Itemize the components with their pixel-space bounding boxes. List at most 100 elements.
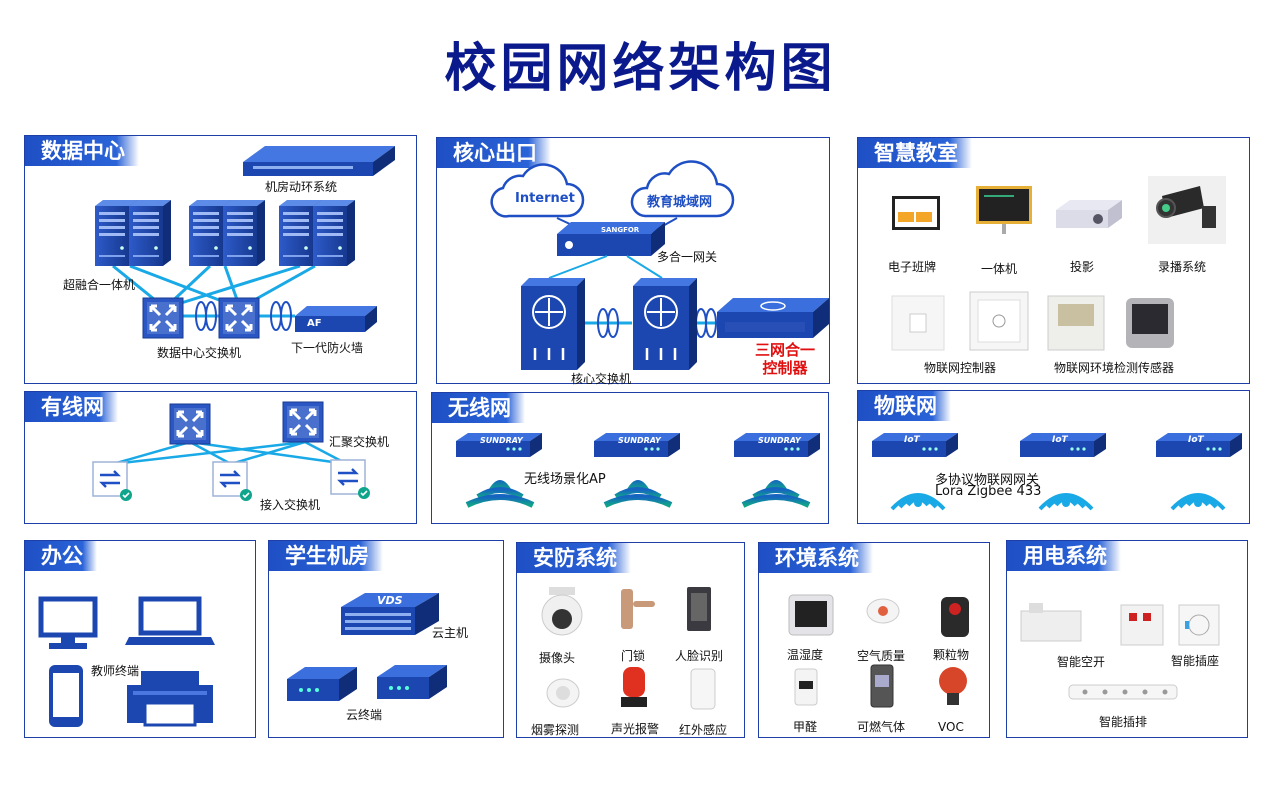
- office-icons: [38, 596, 215, 727]
- access-switch-icon: [91, 458, 372, 503]
- panel-wired: 有线网 汇聚交换机 接入交换机: [24, 391, 417, 524]
- security-icons: [541, 587, 716, 710]
- formaldehyde-icon: [794, 668, 818, 706]
- ngfw-badge: AF: [307, 318, 322, 329]
- security-item-3: 烟雾探测: [531, 723, 580, 737]
- voc-icon: [939, 667, 967, 705]
- cloud-host-label: 云主机: [432, 626, 469, 640]
- panel-environment: 环境系统 温湿度 空气质量 颗粒物 甲醛 可燃气体 VOC: [758, 542, 990, 738]
- security-item-4: 声光报警: [611, 722, 660, 736]
- aggregation-switch-icon: [168, 400, 325, 446]
- panel-lab: 学生机房 VDS 云主机 云终端: [268, 540, 504, 738]
- cloud-host-icon: [341, 593, 439, 635]
- classroom-item-1: 一体机: [981, 262, 1018, 276]
- env-system-label: 机房动环系统: [265, 180, 338, 194]
- panel-wireless: 无线网 SUNDRAY SUNDRAY SUNDRAY 无线场景化AP: [431, 392, 829, 524]
- panel-title: 无线网: [432, 393, 525, 423]
- printer-icon: [127, 671, 213, 727]
- panel-title: 有线网: [25, 392, 118, 422]
- dc-switch-icon: [141, 296, 261, 340]
- power-item-2: 智能插排: [1099, 715, 1148, 729]
- ap-label: 无线场景化AP: [524, 472, 606, 487]
- core-diagram: [490, 160, 829, 370]
- security-item-5: 红外感应: [679, 723, 728, 737]
- security-item-1: 门锁: [621, 649, 646, 663]
- environment-item-0: 温湿度: [787, 648, 824, 662]
- smart-breaker-icon: [1020, 603, 1164, 646]
- core-switch-label: 核心交换机: [571, 372, 632, 386]
- aggregation-label: 汇聚交换机: [329, 435, 390, 449]
- cloud-terminal-icon: [287, 665, 447, 701]
- panel-title: 数据中心: [25, 136, 139, 166]
- panel-title: 安防系统: [517, 543, 631, 573]
- power-item-1: 智能插座: [1171, 654, 1220, 668]
- projector-icon: [1056, 200, 1122, 228]
- core-switch-icon: [521, 278, 697, 370]
- panel-title: 学生机房: [269, 541, 383, 571]
- iot-badge-1: IoT: [1052, 435, 1068, 445]
- env-sensor-label: 物联网环境检测传感器: [1054, 361, 1175, 375]
- page-title: 校园网络架构图: [444, 39, 837, 99]
- camera-icon: [541, 587, 583, 636]
- panel-security: 安防系统 摄像头 门锁 人脸识别 烟雾探测 声光报警 红外感应: [516, 542, 745, 738]
- environment-icons: [788, 594, 969, 708]
- panel-iot: 物联网 IoT IoT IoT 多协议物联网网关 Lora Zigbee 433: [857, 390, 1250, 524]
- ap-brand-1: SUNDRAY: [618, 436, 661, 445]
- panel-title: 环境系统: [759, 543, 873, 573]
- power-item-0: 智能空开: [1057, 655, 1106, 669]
- gateway-brand: SANGFOR: [601, 226, 640, 234]
- panel-core: 核心出口: [436, 137, 830, 386]
- panel-classroom: 智慧教室: [857, 137, 1250, 384]
- ap-brand-2: SUNDRAY: [758, 436, 801, 445]
- hci-server-icon: [95, 200, 355, 266]
- gateway-icon: [557, 222, 665, 256]
- wireless-diagram: [456, 433, 820, 525]
- phone-icon: [49, 665, 83, 727]
- wifi-signal-icon: [467, 480, 809, 505]
- panel-title: 物联网: [858, 391, 951, 421]
- class-board-icon: [892, 196, 940, 230]
- door-lock-icon: [621, 589, 655, 629]
- thermometer-icon: [788, 594, 834, 636]
- ap-brand-0: SUNDRAY: [480, 436, 523, 445]
- environment-item-2: 颗粒物: [933, 648, 970, 662]
- classroom-item-2: 投影: [1070, 260, 1095, 274]
- smoke-detector-icon: [546, 678, 580, 708]
- iot-badge-2: IoT: [1188, 435, 1204, 445]
- teacher-terminal-label: 教师终端: [91, 664, 140, 678]
- infrared-sensor-icon: [690, 668, 716, 710]
- security-item-2: 人脸识别: [675, 649, 724, 663]
- panel-title: 智慧教室: [858, 138, 972, 168]
- recording-camera-icon: [1148, 176, 1226, 244]
- internet-label: Internet: [515, 191, 575, 206]
- hci-label: 超融合一体机: [63, 278, 136, 292]
- classroom-item-0: 电子班牌: [888, 260, 937, 274]
- iot-gateway-label: 多协议物联网网关: [935, 473, 1040, 488]
- environment-item-3: 甲醛: [793, 720, 818, 734]
- cloud-terminal-label: 云终端: [346, 708, 383, 722]
- datacenter-diagram: [95, 146, 395, 340]
- laptop-icon: [125, 596, 215, 645]
- panel-office: 办公 教师终端: [24, 540, 256, 738]
- access-label: 接入交换机: [260, 498, 321, 512]
- panel-title: 核心出口: [437, 138, 551, 168]
- lab-icons: [287, 593, 447, 701]
- iot-diagram: [872, 433, 1242, 511]
- particulate-icon: [941, 597, 969, 637]
- edu-net-label: 教育城域网: [647, 195, 713, 210]
- panel-title: 用电系统: [1007, 541, 1121, 571]
- firewall-icon: [295, 306, 377, 332]
- panel-power: 用电系统 智能空开 智能插座 智能插排: [1006, 540, 1248, 738]
- desktop-icon: [38, 596, 98, 649]
- controller-icon: [717, 298, 829, 338]
- environment-item-5: VOC: [938, 720, 964, 734]
- power-icons: [1020, 603, 1220, 700]
- combustible-gas-icon: [870, 664, 894, 708]
- iot-controller-label: 物联网控制器: [924, 361, 997, 375]
- iot-protocols-label: Lora Zigbee 433: [935, 484, 1042, 499]
- environment-item-4: 可燃气体: [857, 720, 906, 734]
- panel-datacenter: 数据中心 AF 机房动环系统 超融合一体机 数: [24, 135, 417, 384]
- edu-network-cloud-icon: [630, 160, 735, 218]
- classroom-icons: [891, 176, 1226, 351]
- power-strip-icon: [1068, 684, 1178, 700]
